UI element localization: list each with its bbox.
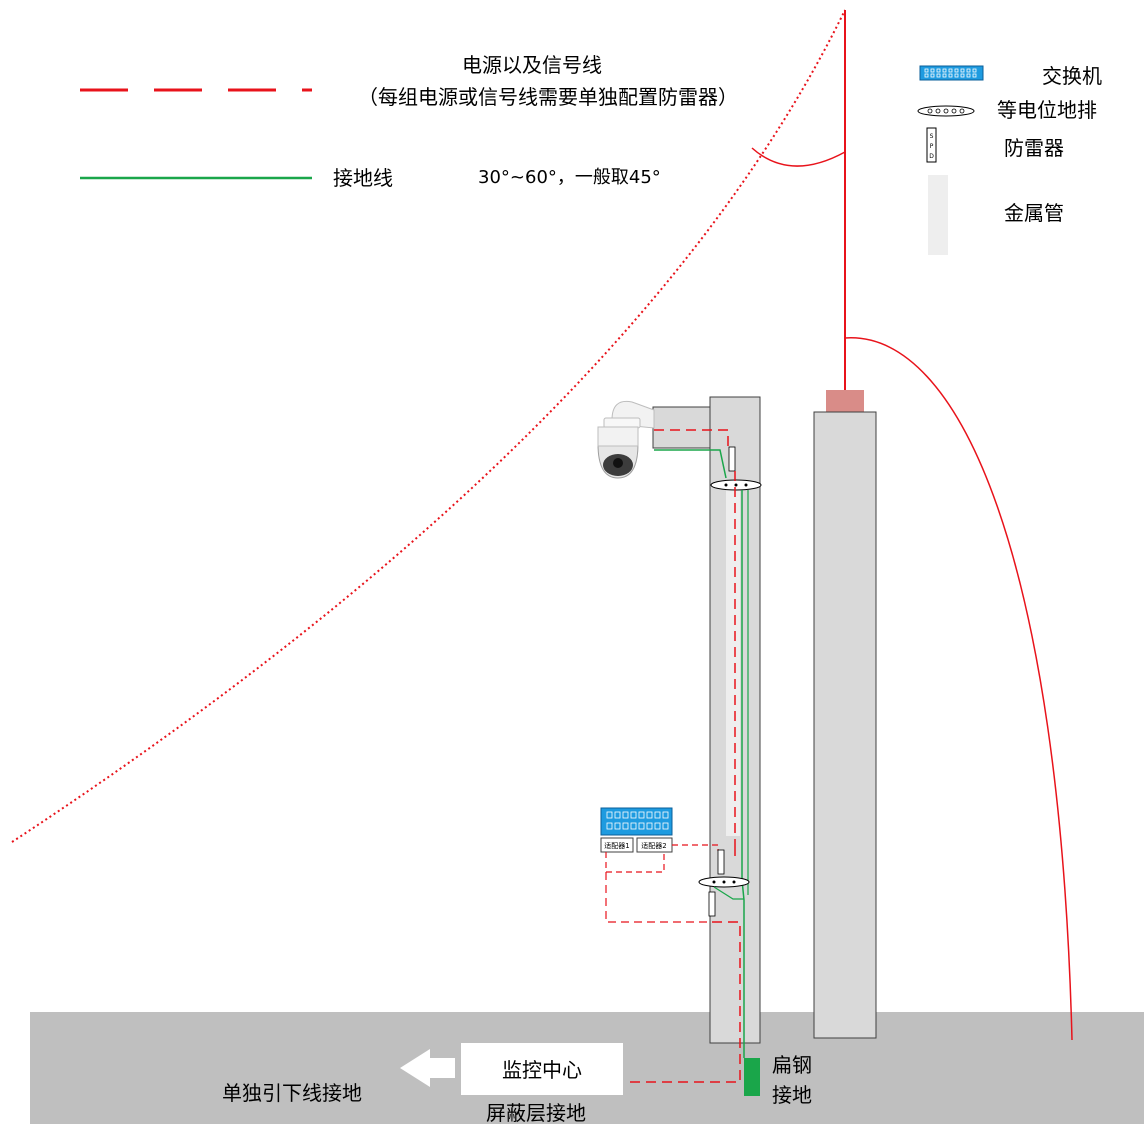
flat-steel-label-line1: 扁钢 [772,1053,812,1077]
metal-pipe [726,488,740,836]
switch-signal-line [605,872,712,923]
camera-arm [652,406,711,449]
surge-protector-top [728,446,736,472]
spd-letter-s: S [930,133,934,140]
shield-ground-label: 屏蔽层接地 [486,1101,586,1124]
legend-ground-wire-label: 接地线 [333,166,393,190]
flat-steel-grounding [744,1058,760,1096]
legend-switch-icon [919,65,984,81]
legend-surge-protector-label: 防雷器 [1004,136,1064,160]
separate-down-conductor-label: 单独引下线接地 [222,1081,362,1105]
adapter-2-power-line [672,844,719,851]
legend-metal-pipe-label: 金属管 [1004,201,1064,225]
lightning-rod-base [826,390,864,412]
pole-ground-wire-1 [741,490,745,1058]
equipotential-bar-bottom [698,876,750,888]
camera-ground-wire [654,449,727,479]
spd-letter-p: P [930,143,934,150]
network-switch-icon [600,807,673,836]
bottom-ground-link [713,886,744,900]
camera-power-signal-line [654,429,729,447]
legend-metal-pipe-icon [928,175,948,255]
surge-protector-bottom [708,891,716,917]
monitoring-center-label: 监控中心 [502,1058,582,1082]
monitoring-center-box [461,1043,623,1095]
legend-equipotential-bar-icon [917,105,975,117]
adapter-1-box [600,837,634,853]
down-power-signal-line [628,846,741,1083]
angle-note: 30°~60°，一般取45° [478,167,661,188]
adapter-2-label: 适配器2 [641,841,666,850]
lightning-protection-tower [813,411,877,1039]
down-conductor-curve [844,337,1073,1041]
equipotential-bar-top [710,479,762,491]
arrow-left-icon [400,1049,455,1087]
dome-camera-icon [597,400,655,479]
legend-equipotential-bar-label: 等电位地排 [997,98,1097,122]
spd-letter-d: D [929,153,934,160]
legend-power-signal-note: （每组电源或信号线需要单独配置防雷器） [358,85,738,109]
legend-surge-protector-icon: S P D [926,127,937,163]
surge-protector-middle [717,849,725,875]
legend-switch-label: 交换机 [1042,64,1102,88]
adapter-1-label: 适配器1 [604,841,629,850]
switch-power-line [605,852,665,873]
flat-steel-label-line2: 接地 [772,1083,812,1107]
protection-angle-arc [751,147,846,167]
legend-power-signal-title: 电源以及信号线 [462,53,602,77]
